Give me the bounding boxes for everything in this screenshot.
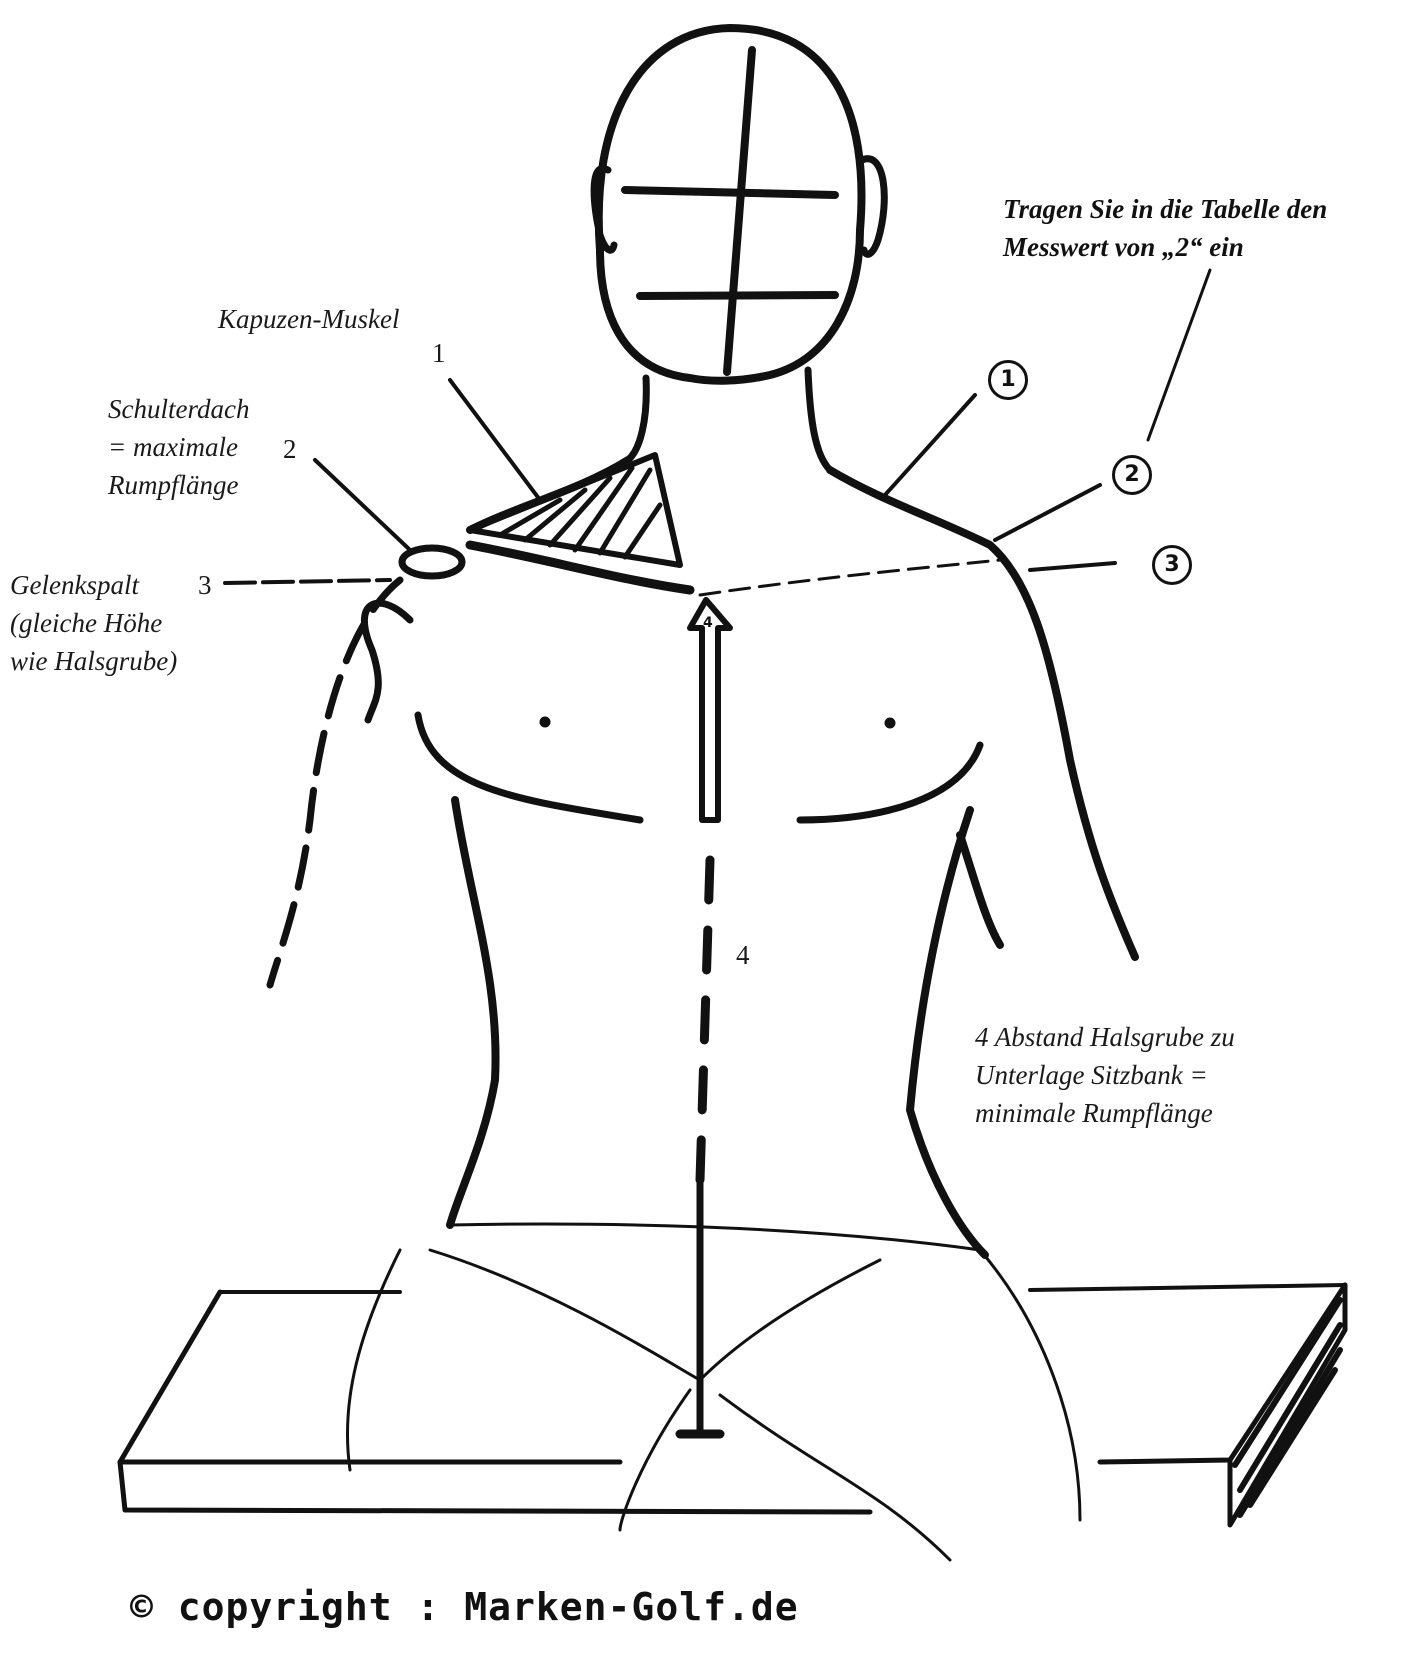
arrow-4 xyxy=(690,600,730,820)
left-thigh xyxy=(430,1250,880,1380)
leader-3 xyxy=(225,580,390,583)
label-gelenkspalt: Gelenkspalt (gleiche Höhe wie Halsgrube) xyxy=(10,566,177,680)
leader-circ-3 xyxy=(1030,563,1115,570)
leader-instruction xyxy=(1148,270,1210,440)
instruction-line1: Tragen Sie in die Tabelle den xyxy=(1003,190,1327,228)
bench-side-hatching xyxy=(1235,1300,1340,1515)
clavicle xyxy=(470,545,690,590)
leader-circ-1 xyxy=(885,395,975,495)
label-schulterdach-line1: Schulterdach xyxy=(108,390,249,428)
leader-1 xyxy=(450,380,540,500)
waist-line xyxy=(450,1224,980,1250)
copyright-text: © copyright : Marken-Golf.de xyxy=(130,1585,799,1629)
circled-marker-1: 1 xyxy=(988,360,1028,400)
label-number-4: 4 xyxy=(736,940,750,971)
instruction-text: Tragen Sie in die Tabelle den Messwert v… xyxy=(1003,190,1327,266)
label-number-2: 2 xyxy=(283,434,297,465)
label-abstand-line3: minimale Rumpflänge xyxy=(975,1094,1235,1132)
label-gelenkspalt-line1: Gelenkspalt xyxy=(10,566,177,604)
instruction-line2: Messwert von „2“ ein xyxy=(1003,228,1327,266)
nipple-right xyxy=(885,718,895,728)
shoulder-dash-line xyxy=(700,560,1000,595)
neck-left xyxy=(628,378,646,460)
label-abstand-line2: Unterlage Sitzbank = xyxy=(975,1056,1235,1094)
neck-right xyxy=(808,370,830,470)
face-mouth-line xyxy=(640,295,835,296)
label-schulterdach-line3: Rumpflänge xyxy=(108,466,249,504)
acromion xyxy=(402,548,462,576)
leader-circ-2 xyxy=(995,485,1100,540)
label-number-1: 1 xyxy=(432,338,446,369)
pectoral-left xyxy=(418,715,640,820)
bench-top-back-right xyxy=(1030,1285,1345,1290)
label-number-3: 3 xyxy=(198,570,212,601)
label-abstand: 4 Abstand Halsgrube zu Unterlage Sitzban… xyxy=(975,1018,1235,1132)
face-vertical xyxy=(727,50,752,372)
face-eye-line xyxy=(625,190,835,195)
nipple-left xyxy=(540,717,550,727)
humerus-head xyxy=(364,603,410,720)
label-gelenkspalt-line2: (gleiche Höhe xyxy=(10,604,177,642)
right-arm-inner xyxy=(960,835,1000,945)
label-schulterdach-line2: = maximale xyxy=(108,428,249,466)
arrow-number-4: 4 xyxy=(703,615,713,631)
leader-2 xyxy=(315,460,410,550)
pectoral-right xyxy=(800,745,980,820)
label-schulterdach: Schulterdach = maximale Rumpflänge xyxy=(108,390,249,504)
right-knee xyxy=(720,1395,950,1560)
measure-4-dashed xyxy=(700,860,710,1180)
label-kapuzen-muskel: Kapuzen-Muskel xyxy=(218,300,399,338)
right-shoulder xyxy=(830,470,1135,957)
circled-marker-3: 3 xyxy=(1152,545,1192,585)
label-abstand-line1: 4 Abstand Halsgrube zu xyxy=(975,1018,1235,1056)
circled-marker-2: 2 xyxy=(1112,455,1152,495)
left-arm xyxy=(270,580,400,985)
label-gelenkspalt-line3: wie Halsgrube) xyxy=(10,642,177,680)
bench-front xyxy=(120,1462,870,1512)
left-leg xyxy=(347,1250,400,1470)
torso-left xyxy=(450,800,496,1225)
